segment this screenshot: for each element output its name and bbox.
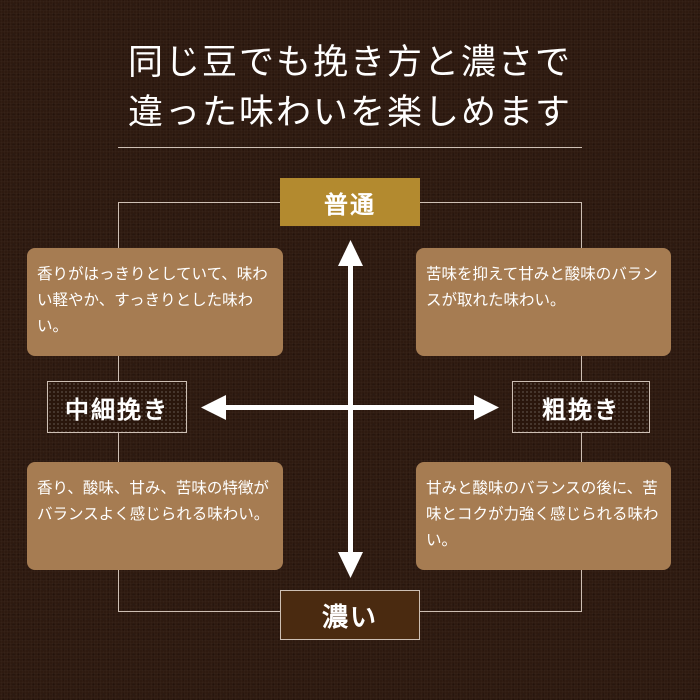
page-title: 同じ豆でも挽き方と濃さで 違った味わいを楽しめます xyxy=(0,38,700,138)
title-line-1: 同じ豆でも挽き方と濃さで xyxy=(127,43,572,83)
axis-label-normal: 普通 xyxy=(280,178,420,226)
horizontal-axis-line xyxy=(222,405,478,410)
arrow-up-icon xyxy=(338,240,363,266)
title-divider xyxy=(118,147,582,148)
axis-label-medium-fine-grind: 中細挽き xyxy=(47,381,187,433)
quadrant-bottom-left: 香り、酸味、甘み、苦味の特徴がバランスよく感じられる味わい。 xyxy=(27,462,283,570)
arrow-left-icon xyxy=(201,395,226,420)
title-line-2: 違った味わいを楽しめます xyxy=(127,93,572,133)
quadrant-top-right: 苦味を抑えて甘みと酸味のバランスが取れた味わい。 xyxy=(416,248,671,356)
axis-label-coarse-grind: 粗挽き xyxy=(512,381,650,433)
arrow-down-icon xyxy=(338,552,363,578)
quadrant-top-left: 香りがはっきりとしていて、味わい軽やか、すっきりとした味わい。 xyxy=(27,248,283,356)
quadrant-bottom-right: 甘みと酸味のバランスの後に、苦味とコクが力強く感じられる味わい。 xyxy=(416,462,671,570)
arrow-right-icon xyxy=(474,395,499,420)
axis-label-strong: 濃い xyxy=(280,590,420,640)
